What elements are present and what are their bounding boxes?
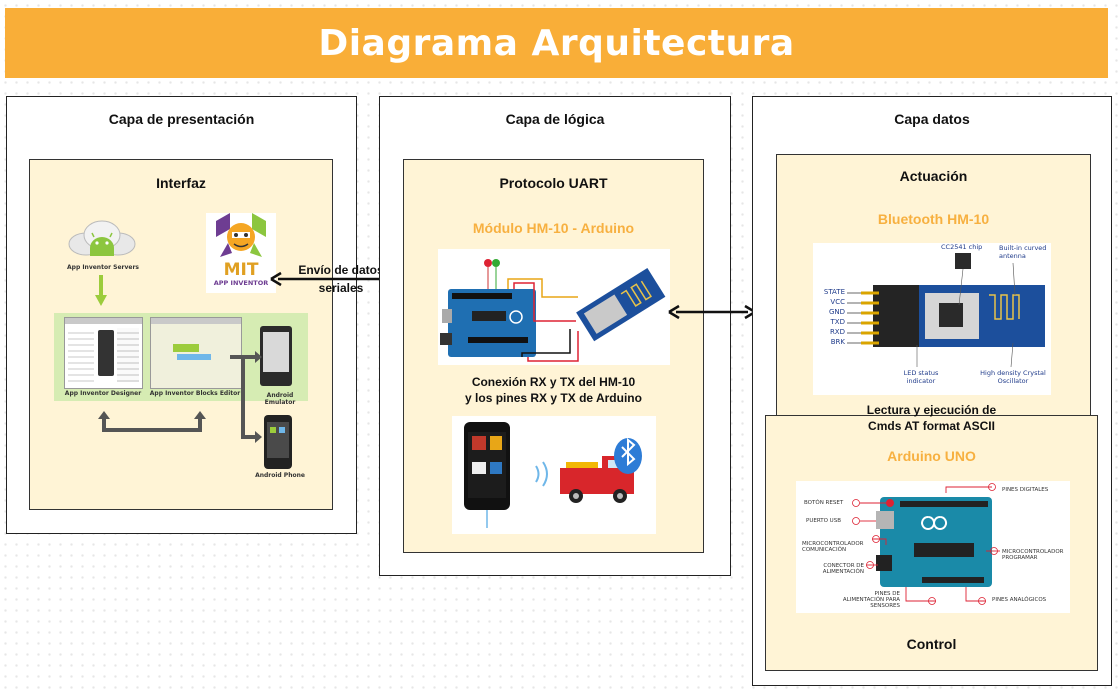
logic-caption-line1: Conexión RX y TX del HM-10: [471, 375, 636, 389]
logic-layer-title: Capa de lógica: [505, 111, 605, 127]
oscillator-label: High density Crystal Oscillator: [980, 369, 1046, 385]
emulator-label: Android Emulator: [264, 392, 296, 406]
label-usb-port: PUERTO USB: [806, 518, 841, 524]
pin-txd: TXD: [830, 318, 845, 326]
mit-app-inventor-logo: MIT APP INVENTOR: [206, 213, 276, 293]
chip-label: CC2541 chip: [941, 243, 983, 251]
arduino-uno-image: PINES DIGITALES BOTÓN RESET PUERTO USB M…: [796, 481, 1070, 613]
data-layer-title: Capa datos: [894, 111, 970, 127]
serial-data-label-line1: Envío de datos: [298, 263, 384, 277]
serial-data-label-line2: seriales: [318, 281, 364, 295]
presentation-layer-title: Capa de presentación: [108, 111, 255, 127]
label-prog-microcontroller: MICROCONTROLADOR PROGRAMAR: [1002, 549, 1064, 561]
servers-label: App Inventor Servers: [67, 264, 139, 271]
title-banner: Diagrama Arquitectura: [5, 8, 1108, 78]
hm10-arduino-wiring-image: [438, 249, 670, 365]
designer-screenshot: [64, 317, 143, 389]
mit-logo-subtext: APP INVENTOR: [213, 279, 269, 287]
serial-data-label: Envío de datos seriales: [286, 263, 396, 296]
data-layer-panel: Capa datos Actuación Bluetooth HM-10: [752, 96, 1112, 686]
flow-arrows: [98, 351, 262, 443]
hm10-module-image: STATE VCC GND TXD RXD BRK CC2541 chip Bu…: [813, 243, 1051, 395]
diagram-title: Diagrama Arquitectura: [318, 22, 795, 64]
designer-label: App Inventor Designer: [64, 390, 142, 397]
label-power-pins: PINES DE ALIMENTACIÓN PARA SENSORES: [842, 591, 900, 609]
data-caption: Lectura y ejecución de Cmds AT format AS…: [766, 402, 1097, 434]
control-box: Lectura y ejecución de Cmds AT format AS…: [765, 403, 1098, 671]
green-arrow-icon: [95, 275, 107, 306]
actuation-box: Actuación Bluetooth HM-10: [776, 154, 1091, 424]
uart-protocol-box: Protocolo UART Módulo HM-10 - Arduino: [403, 159, 704, 553]
interface-box: Interfaz App Inventor Servers: [29, 159, 333, 510]
data-caption-line2: Cmds AT format ASCII: [868, 419, 995, 433]
logic-layer-panel: Capa de lógica Protocolo UART Módulo HM-…: [379, 96, 731, 576]
blocks-editor-screenshot: [150, 317, 242, 389]
phone-label: Android Phone: [255, 472, 305, 479]
cloud-android-icon: [68, 220, 136, 256]
hm10-pin-list: STATE VCC GND TXD RXD BRK: [813, 287, 845, 347]
logic-caption: Conexión RX y TX del HM-10 y los pines R…: [404, 374, 703, 406]
label-reset-button: BOTÓN RESET: [804, 500, 844, 506]
led-label: LED status indicator: [903, 369, 939, 385]
label-analog-pins: PINES ANALÓGICOS: [992, 597, 1047, 603]
hm10-arduino-module-title: Módulo HM-10 - Arduino: [472, 220, 635, 236]
data-caption-line1: Lectura y ejecución de: [866, 403, 997, 417]
bidirectional-arrow-2: [668, 304, 756, 320]
label-com-microcontroller: MICROCONTROLADOR COMUNICACIÓN: [802, 541, 864, 553]
actuation-title: Actuación: [899, 168, 968, 184]
control-title: Control: [906, 636, 957, 652]
pin-gnd: GND: [828, 308, 845, 316]
label-power-connector: CONECTOR DE ALIMENTACIÓN: [822, 563, 864, 575]
blocks-editor-label: App Inventor Blocks Editor: [149, 390, 241, 397]
presentation-layer-panel: Capa de presentación Interfaz App Invent…: [6, 96, 357, 534]
phone-bluetooth-truck-image: [452, 416, 656, 534]
interface-title: Interfaz: [156, 175, 206, 191]
antenna-label: Built-in curved antenna: [999, 244, 1047, 260]
android-emulator-image: [260, 326, 292, 386]
pin-brk: BRK: [830, 338, 845, 346]
mit-logo-text: MIT: [223, 260, 259, 280]
label-digital-pins: PINES DIGITALES: [1002, 487, 1049, 493]
pin-state: STATE: [823, 288, 845, 296]
logic-caption-line2: y los pines RX y TX de Arduino: [465, 391, 642, 405]
uart-protocol-title: Protocolo UART: [499, 175, 608, 191]
arduino-uno-title: Arduino UNO: [887, 448, 976, 464]
pin-vcc: VCC: [830, 298, 845, 306]
pin-rxd: RXD: [829, 328, 845, 336]
bluetooth-hm10-title: Bluetooth HM-10: [877, 211, 990, 227]
android-phone-image: [264, 415, 292, 469]
